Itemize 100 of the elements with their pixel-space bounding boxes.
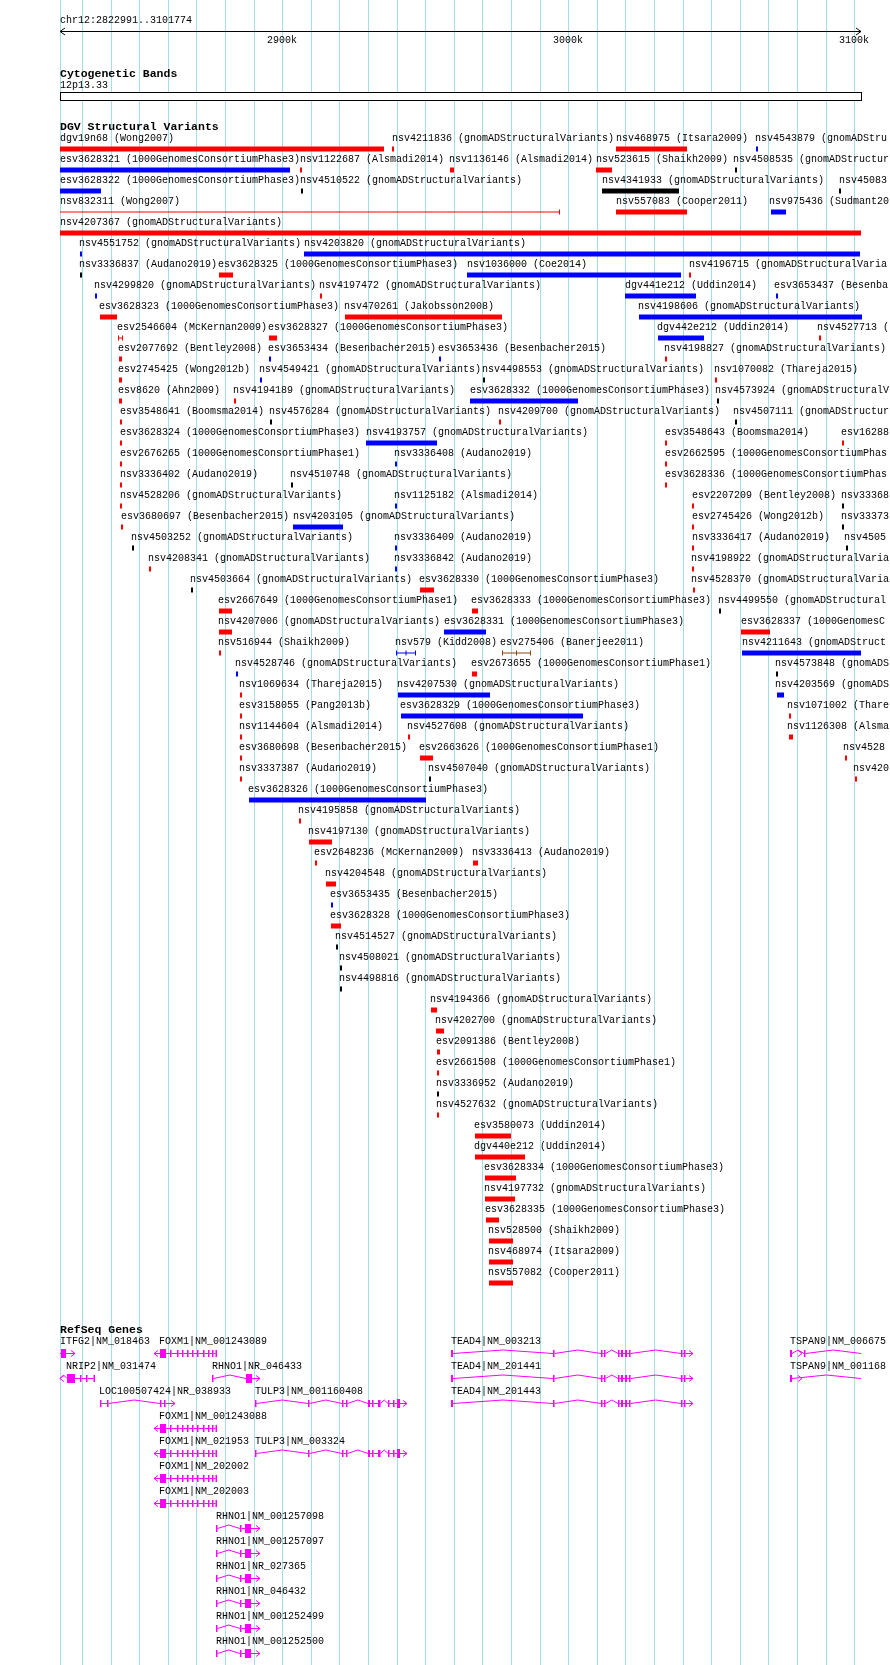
variant-label: esv3628327 (1000GenomesConsortiumPhase3)	[268, 322, 509, 334]
variant-label: esv3653434 (Besenbacher2015)	[268, 343, 437, 355]
variant-label: nsv4505	[844, 532, 886, 544]
variant-label: esv3548641 (Boomsma2014)	[120, 406, 265, 418]
variant-label: dgv440e212 (Uddin2014)	[474, 1141, 607, 1153]
variant-label: nsv4528746 (gnomADStructuralVariants)	[235, 658, 458, 670]
variant-label: esv3628337 (1000GenomesC	[741, 616, 886, 628]
variant-label: nsv3336842 (Audano2019)	[394, 553, 533, 565]
variant-label: esv3628335 (1000GenomesConsortiumPhase3)	[485, 1204, 726, 1216]
variant-label: nsv1071002 (Thare	[787, 700, 890, 712]
axis-tick-label: 3100k	[839, 35, 869, 47]
variant-label: nsv4528370 (gnomADStructuralVaria	[691, 574, 890, 586]
variant-label: nsv3336837 (Audano2019)	[79, 259, 218, 271]
gene-label: FOXM1|NM_202003	[159, 1486, 249, 1498]
variant-label: nsv4527713 (	[817, 322, 889, 334]
variant-label: dgv442e212 (Uddin2014)	[657, 322, 790, 334]
variant-label: esv2663626 (1000GenomesConsortiumPhase1)	[419, 742, 660, 754]
variant-label: esv3653437 (Besenba	[774, 280, 889, 292]
gene-label: RHNO1|NM_001252499	[216, 1611, 325, 1623]
variant-label: nsv4507040 (gnomADStructuralVariants)	[428, 763, 651, 775]
variant-label: esv2745425 (Wong2012b)	[118, 364, 251, 376]
variant-label: nsv3336952 (Audano2019)	[436, 1078, 575, 1090]
variant-label: esv3580073 (Uddin2014)	[474, 1120, 607, 1132]
gene-label: FOXM1|NM_001243088	[159, 1411, 268, 1423]
gene-label: TULP3|NM_003324	[255, 1436, 345, 1448]
variant-label: nsv4508535 (gnomADStructur	[733, 154, 890, 166]
variant-label: nsv4207367 (gnomADStructuralVariants)	[60, 217, 283, 229]
variant-label: esv2662595 (1000GenomesConsortiumPhas	[665, 448, 888, 460]
variant-label: nsv4507111 (gnomADStructur	[733, 406, 890, 418]
variant-label: esv2207209 (Bentley2008)	[692, 490, 837, 502]
variant-label: esv3628331 (1000GenomesConsortiumPhase3)	[444, 616, 685, 628]
gene-label: RHNO1|NR_027365	[216, 1561, 306, 1573]
variant-label: nsv4209700 (gnomADStructuralVariants)	[498, 406, 721, 418]
variant-label: nsv3336408 (Audano2019)	[394, 448, 533, 460]
variant-label: nsv33368	[841, 490, 889, 502]
variant-label: nsv3336413 (Audano2019)	[472, 847, 611, 859]
variant-label: nsv832311 (Wong2007)	[60, 196, 181, 208]
variant-label: nsv4194189 (gnomADStructuralVariants)	[233, 385, 456, 397]
variant-label: nsv420	[853, 763, 889, 775]
variant-label: esv3628326 (1000GenomesConsortiumPhase3)	[248, 784, 489, 796]
variant-label: nsv4203820 (gnomADStructuralVariants)	[304, 238, 527, 250]
variant-label: nsv4576284 (gnomADStructuralVariants)	[269, 406, 492, 418]
variant-label: nsv470261 (Jakobsson2008)	[344, 301, 495, 313]
variant-label: esv3628333 (1000GenomesConsortiumPhase3)	[471, 595, 712, 607]
variant-label: nsv1122687 (Alsmadi2014)	[300, 154, 445, 166]
variant-label: nsv4203105 (gnomADStructuralVariants)	[293, 511, 516, 523]
variant-label: nsv4196715 (gnomADStructuralVaria	[689, 259, 888, 271]
gene-label: RHNO1|NR_046432	[216, 1586, 306, 1598]
variant-label: nsv4211836 (gnomADStructuralVariants)	[392, 133, 615, 145]
variant-label: nsv3337387 (Audano2019)	[239, 763, 378, 775]
variant-label: nsv1144604 (Alsmadi2014)	[239, 721, 384, 733]
variant-label: nsv579 (Kidd2008)	[395, 637, 498, 649]
variant-label: nsv4510748 (gnomADStructuralVariants)	[290, 469, 513, 481]
variant-label: esv3628321 (1000GenomesConsortiumPhase3)	[60, 154, 301, 166]
gene-label: LOC100507424|NR_038933	[99, 1386, 232, 1398]
variant-label: nsv4208341 (gnomADStructuralVariants)	[148, 553, 371, 565]
variant-label: esv2745426 (Wong2012b)	[692, 511, 825, 523]
variant-label: esv3653435 (Besenbacher2015)	[330, 889, 499, 901]
variant-label: nsv4499550 (gnomADStructural	[718, 595, 887, 607]
gene-label: TSPAN9|NM_001168	[790, 1361, 886, 1373]
variant-label: nsv4197732 (gnomADStructuralVariants)	[484, 1183, 707, 1195]
variant-label: nsv1070082 (Thareja2015)	[714, 364, 859, 376]
variant-label: dgv441e212 (Uddin2014)	[625, 280, 758, 292]
variant-label: esv3628323 (1000GenomesConsortiumPhase3)	[99, 301, 340, 313]
variant-label: nsv4498553 (gnomADStructuralVariants)	[482, 364, 705, 376]
track-title: Cytogenetic Bands	[60, 67, 178, 80]
variant-label: nsv4203569 (gnomADS	[775, 679, 890, 691]
variant-label: esv3628328 (1000GenomesConsortiumPhase3)	[330, 910, 571, 922]
variant-label: nsv4207530 (gnomADStructuralVariants)	[397, 679, 620, 691]
variant-label: esv3628324 (1000GenomesConsortiumPhase3)	[120, 427, 361, 439]
variant-label: esv2546604 (McKernan2009)	[117, 322, 268, 334]
variant-label: nsv4527632 (gnomADStructuralVariants)	[436, 1099, 659, 1111]
variant-label: esv2648236 (McKernan2009)	[314, 847, 465, 859]
variant-label: nsv4341933 (gnomADStructuralVariants)	[602, 175, 825, 187]
gene-label: TULP3|NM_001160408	[255, 1386, 364, 1398]
gene-label: FOXM1|NM_202002	[159, 1461, 249, 1473]
variant-label: esv3680697 (Besenbacher2015)	[121, 511, 290, 523]
variant-label: nsv1125182 (Alsmadi2014)	[394, 490, 539, 502]
variant-label: esv3628322 (1000GenomesConsortiumPhase3)	[60, 175, 301, 187]
variant-label: nsv4527608 (gnomADStructuralVariants)	[407, 721, 630, 733]
variant-label: nsv3336417 (Audano2019)	[692, 532, 831, 544]
variant-label: nsv1136146 (Alsmadi2014)	[449, 154, 594, 166]
position-label: chr12:2822991..3101774	[60, 15, 193, 27]
variant-label: esv2676265 (1000GenomesConsortiumPhase1)	[120, 448, 361, 460]
variant-label: esv3680698 (Besenbacher2015)	[239, 742, 408, 754]
axis-tick-label: 3000k	[553, 35, 583, 47]
variant-label: nsv4197130 (gnomADStructuralVariants)	[308, 826, 531, 838]
variant-label: nsv45083	[839, 175, 887, 187]
gene-label: TEAD4|NM_201441	[451, 1361, 541, 1373]
variant-label: nsv1036000 (Coe2014)	[467, 259, 588, 271]
variant-label: esv3628329 (1000GenomesConsortiumPhase3)	[400, 700, 641, 712]
gene-label: FOXM1|NM_001243089	[159, 1336, 268, 1348]
gene-label: RHNO1|NM_001257097	[216, 1536, 325, 1548]
variant-label: nsv4573924 (gnomADStructuralV	[715, 385, 890, 397]
variant-label: nsv4503664 (gnomADStructuralVariants)	[190, 574, 413, 586]
gene-label: ITFG2|NM_018463	[60, 1336, 150, 1348]
variant-label: nsv4211643 (gnomADStruct	[742, 637, 887, 649]
gene-label: TSPAN9|NM_006675	[790, 1336, 886, 1348]
variant-label: nsv468975 (Itsara2009)	[616, 133, 749, 145]
gene-label: NRIP2|NM_031474	[66, 1361, 156, 1373]
